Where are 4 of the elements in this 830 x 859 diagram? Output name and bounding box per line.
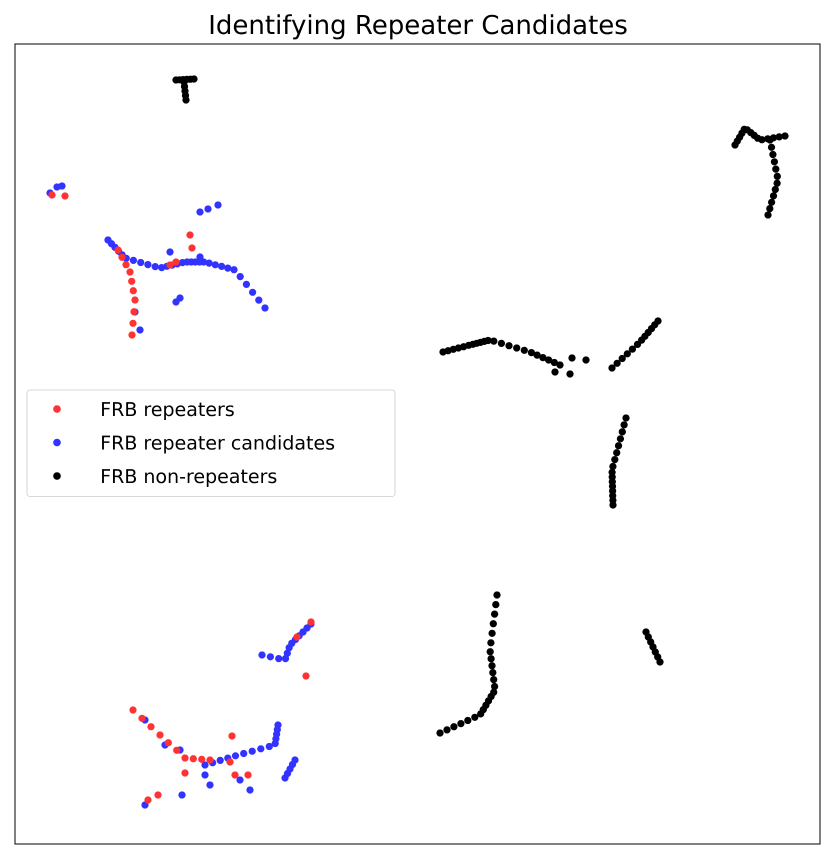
- legend-label: FRB non-repeaters: [102, 469, 276, 487]
- legend-label: FRB repeater candidates: [102, 435, 334, 454]
- legend-label: FRB repeaters: [102, 402, 234, 420]
- chart-title: Identifying Repeater Candidates: [210, 14, 627, 40]
